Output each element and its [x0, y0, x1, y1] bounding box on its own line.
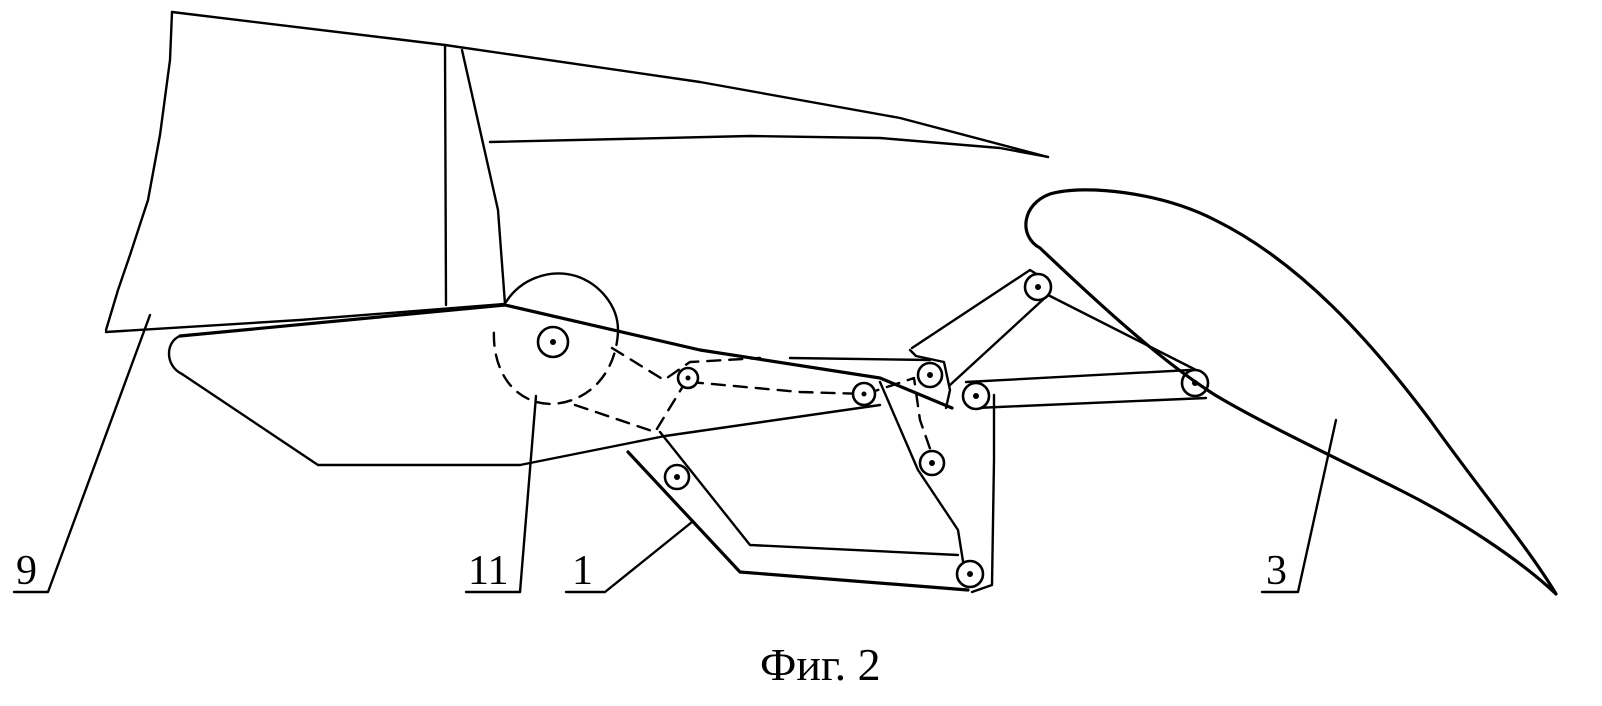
- beam-nose: [167, 334, 184, 376]
- beam-lower-edge: [180, 372, 882, 467]
- hinge-pivot-center: [550, 339, 556, 345]
- flap-outline: [1024, 188, 1558, 596]
- lower-linkage-1: [626, 430, 970, 592]
- horizontal-link-top: [964, 368, 1192, 384]
- leader-1: [564, 520, 694, 594]
- leader-11: [464, 394, 538, 594]
- leader-lines: [12, 313, 1338, 594]
- body-break-edge: [104, 10, 174, 332]
- link-1-inner: [658, 430, 960, 557]
- inner-rib: [460, 48, 507, 306]
- dashed-rods: [573, 346, 936, 462]
- spar-line: [443, 43, 448, 307]
- body-bottom-edge: [104, 302, 507, 334]
- horizontal-link-left-pivot-center: [973, 393, 979, 399]
- leader-3: [1260, 418, 1338, 594]
- hinge-disk-lower-arc: [492, 328, 620, 406]
- leader-9: [12, 313, 152, 594]
- label-9: 9: [16, 548, 37, 594]
- beam-upper-edge: [178, 303, 954, 410]
- flap-linkage: [910, 268, 1210, 411]
- hinge-disk-upper-arc: [504, 272, 620, 332]
- rod-disk-to-lever: [573, 376, 690, 434]
- rocker-top: [908, 348, 952, 410]
- body-top-edge: [170, 10, 1050, 159]
- label-1: 1: [572, 548, 593, 594]
- inner-skin-line: [488, 134, 1050, 159]
- beam-upper-lip: [788, 356, 932, 362]
- flap-upper-pivot-center: [1035, 284, 1041, 290]
- flap-3: [1024, 188, 1558, 596]
- rocker-right-edge: [970, 393, 996, 594]
- beam-right-pivot-center: [861, 391, 867, 397]
- dashed-lever-pivot-center: [685, 375, 691, 381]
- link-1-upper-pivot-center: [674, 474, 680, 480]
- link-1-outer: [626, 450, 970, 592]
- rocker-left-edge: [878, 380, 968, 582]
- label-11: 11: [468, 548, 508, 594]
- rod-lever-to-pivot: [610, 346, 762, 382]
- label-3: 3: [1266, 548, 1287, 594]
- horizontal-link-bottom: [974, 396, 1208, 410]
- rod-to-rocker: [864, 376, 936, 462]
- rocker-mid-pivot-center: [929, 460, 935, 466]
- rocker-bottom-pivot-center: [967, 571, 973, 577]
- rocker-top-pivot-center: [927, 372, 933, 378]
- fixed-body-9: [104, 10, 1050, 334]
- hinge-disk-11: [492, 272, 620, 406]
- rocker-links: [851, 348, 996, 594]
- figure-caption: Фиг. 2: [760, 639, 881, 690]
- lower-beam: [167, 303, 954, 467]
- rod-horizontal: [688, 380, 868, 396]
